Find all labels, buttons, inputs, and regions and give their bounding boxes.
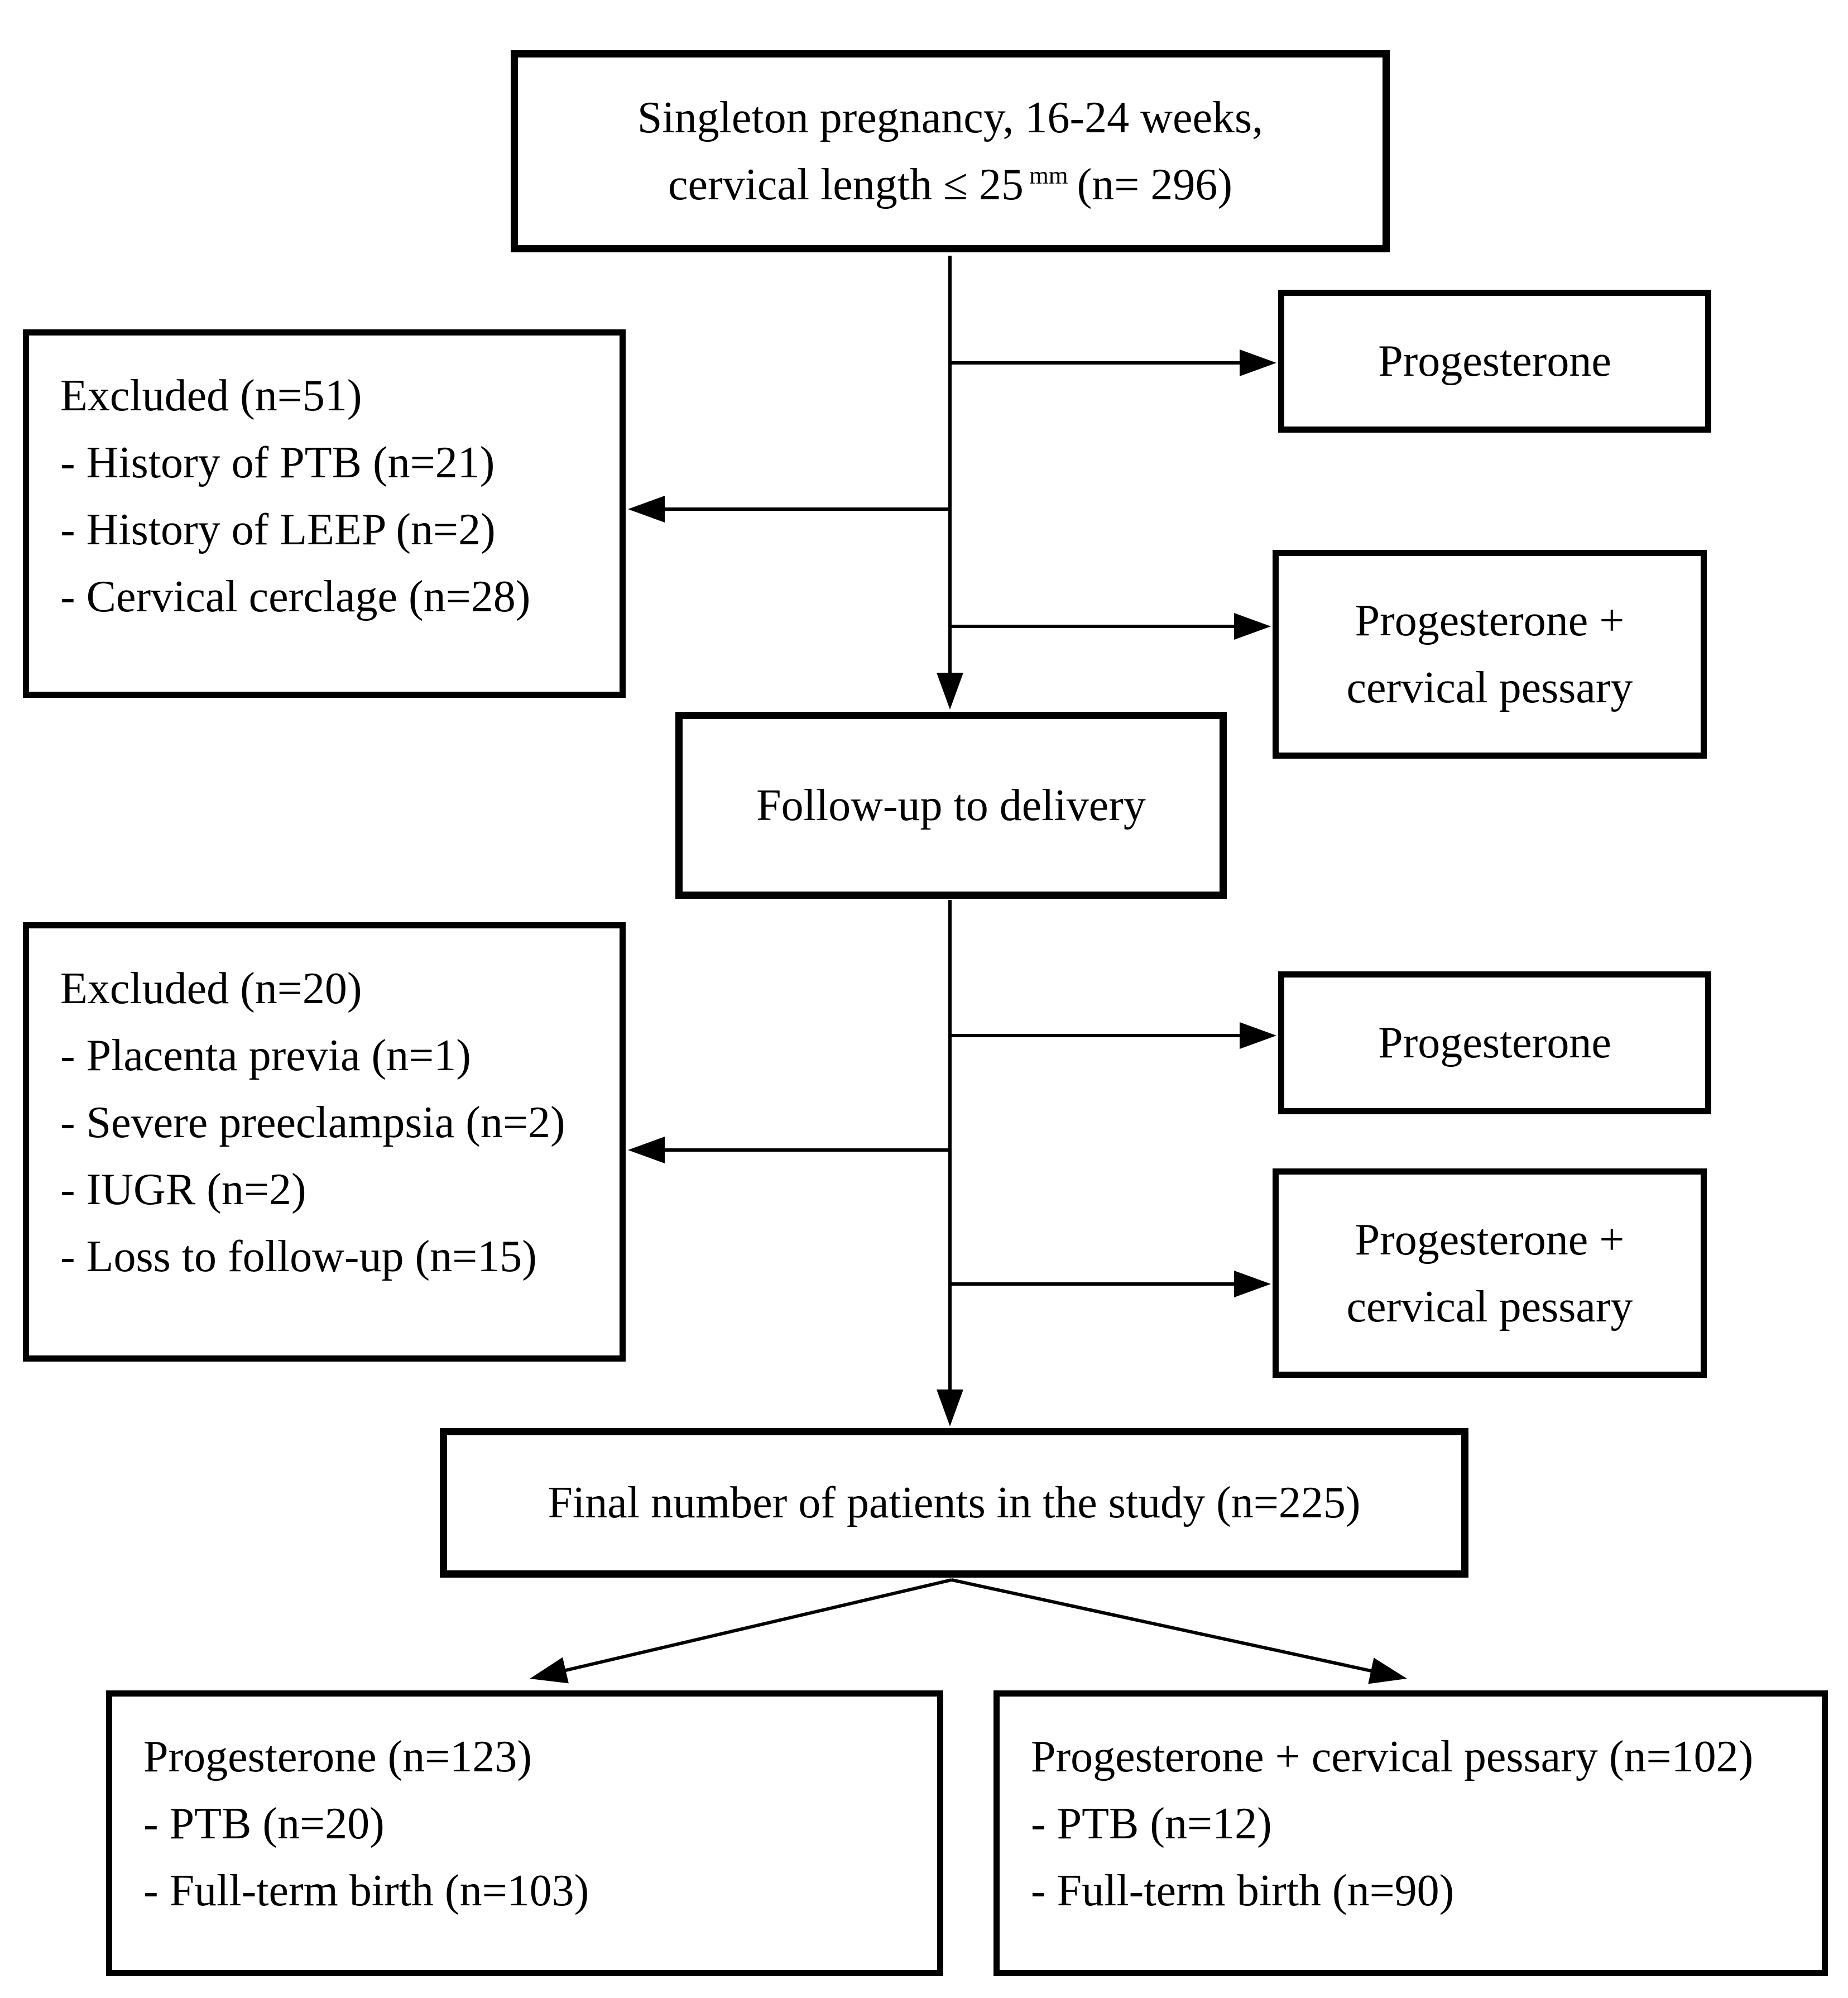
enrollment-sample-size: (n= 296) — [1077, 160, 1233, 209]
excluded-box-2: Excluded (n=20) - Placenta previa (n=1) … — [23, 922, 626, 1362]
excluded-2-item: - IUGR (n=2) — [60, 1165, 306, 1214]
enrollment-box: Singleton pregnancy, 16-24 weeks, cervic… — [511, 50, 1390, 252]
pessary-arm-line1: Progesterone + — [1355, 1215, 1625, 1264]
pessary-arm-line1: Progesterone + — [1355, 596, 1625, 645]
arrow-final-to-pessary-outcome — [951, 1578, 1407, 1684]
final-count-box: Final number of patients in the study (n… — [440, 1428, 1468, 1578]
excluded-1-title: Excluded (n=51) — [60, 371, 362, 420]
progesterone-arm-box-1: Progesterone — [1278, 290, 1711, 433]
excluded-2-item: - Loss to follow-up (n=15) — [60, 1232, 537, 1281]
excluded-1-item: - History of PTB (n=21) — [60, 438, 495, 487]
progesterone-pessary-arm-box-1: Progesterone + cervical pessary — [1273, 550, 1707, 759]
cervical-length-text: cervical length ≤ 25 — [668, 160, 1024, 209]
outcome-pessary-box: Progesterone + cervical pessary (n=102) … — [993, 1690, 1828, 1976]
outcome-progesterone-item: - Full-term birth (n=103) — [143, 1866, 589, 1915]
progesterone-pessary-arm-box-2: Progesterone + cervical pessary — [1273, 1168, 1707, 1378]
excluded-1-item: - Cervical cerclage (n=28) — [60, 572, 531, 621]
outcome-progesterone-box: Progesterone (n=123) - PTB (n=20) - Full… — [106, 1690, 943, 1976]
excluded-2-item: - Severe preeclampsia (n=2) — [60, 1098, 565, 1147]
outcome-pessary-item: - Full-term birth (n=90) — [1031, 1866, 1455, 1915]
progesterone-arm-box-2: Progesterone — [1278, 971, 1711, 1114]
progesterone-label: Progesterone — [1378, 1018, 1611, 1067]
superscript-mm-unit: mm — [1029, 161, 1068, 190]
followup-label: Follow-up to delivery — [756, 780, 1146, 830]
pessary-arm-line2: cervical pessary — [1346, 1282, 1633, 1331]
outcome-progesterone-item: - PTB (n=20) — [143, 1799, 385, 1848]
final-count-label: Final number of patients in the study (n… — [548, 1478, 1361, 1527]
outcome-pessary-item: - PTB (n=12) — [1031, 1799, 1272, 1848]
arrow-final-to-progesterone-outcome — [530, 1578, 952, 1684]
outcome-progesterone-title: Progesterone (n=123) — [143, 1732, 532, 1781]
progesterone-label: Progesterone — [1378, 337, 1611, 386]
followup-box: Follow-up to delivery — [675, 712, 1227, 899]
excluded-2-item: - Placenta previa (n=1) — [60, 1031, 471, 1080]
excluded-1-item: - History of LEEP (n=2) — [60, 505, 496, 554]
pessary-arm-line2: cervical pessary — [1346, 663, 1633, 712]
enrollment-line1: Singleton pregnancy, 16-24 weeks, — [637, 93, 1264, 142]
outcome-pessary-title: Progesterone + cervical pessary (n=102) — [1031, 1732, 1754, 1781]
excluded-box-1: Excluded (n=51) - History of PTB (n=21) … — [23, 329, 626, 698]
excluded-2-title: Excluded (n=20) — [60, 964, 362, 1013]
